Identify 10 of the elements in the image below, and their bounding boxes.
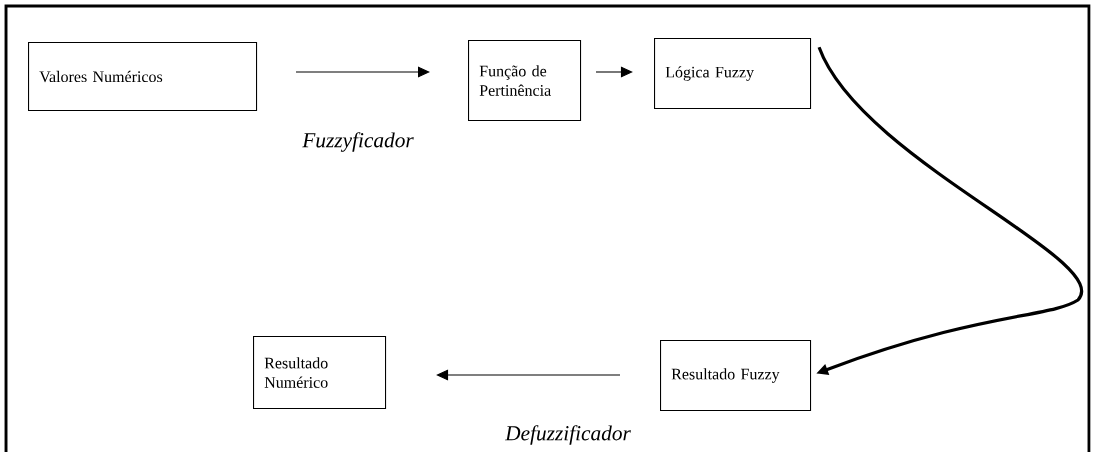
process-box: Resultado Numérico bbox=[253, 336, 387, 410]
arrow bbox=[295, 66, 430, 78]
arrow bbox=[436, 369, 621, 381]
stage-label: Fuzzyficador bbox=[302, 132, 414, 152]
process-box: Resultado Fuzzy bbox=[660, 340, 812, 412]
arrow bbox=[595, 66, 633, 78]
stage-label: Defuzzificador bbox=[504, 425, 631, 445]
process-box: Valores Numéricos bbox=[28, 42, 258, 112]
process-box: Função de Pertinência bbox=[468, 40, 582, 122]
process-box: Lógica Fuzzy bbox=[654, 38, 812, 110]
